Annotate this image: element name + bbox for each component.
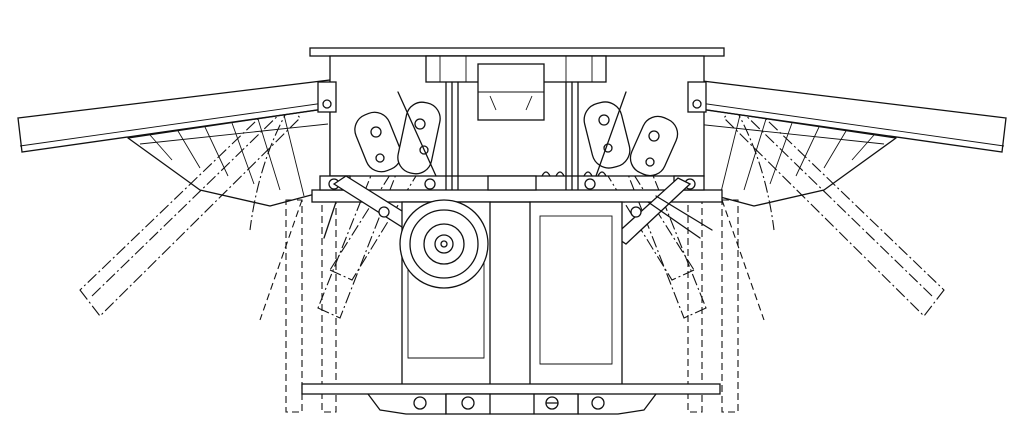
right-flap-edge [692, 101, 1005, 147]
right-brace-pivot [630, 206, 642, 218]
right-brace-link [612, 177, 692, 245]
right-phantom-flap-inner [733, 103, 933, 297]
base-foot-right [577, 393, 657, 415]
top-plate [309, 47, 725, 57]
base-foot-left [367, 393, 447, 415]
right-flap [691, 79, 1007, 207]
left-flap [17, 79, 333, 207]
left-crank-links [354, 91, 441, 177]
right-truss-ribs [695, 114, 885, 197]
motor-pulley-outer [399, 199, 489, 289]
left-outer-hidden-leg [285, 199, 303, 413]
right-crank-plate-a [583, 101, 631, 169]
motor-pulley-ring [409, 209, 479, 279]
center-rail-block [487, 175, 537, 191]
guide-rods [445, 81, 579, 191]
base-bolts [413, 396, 605, 410]
left-truss-panel [127, 107, 331, 207]
left-flap-edge [19, 101, 332, 147]
left-phantom-flap-inner [91, 103, 291, 297]
right-crank-plate-b [629, 115, 679, 177]
right-gear-case [529, 201, 623, 387]
right-outer-hidden-leg [721, 199, 739, 413]
left-inner-hidden-leg [321, 199, 337, 413]
left-hidden-diagonal [259, 199, 303, 321]
right-hidden-diagonal [721, 199, 765, 321]
left-phantom-flap [79, 95, 301, 317]
base [301, 383, 721, 415]
top-assembly [309, 47, 725, 191]
right-phantom-flap [723, 95, 945, 317]
hidden-legs [259, 199, 765, 413]
right-connector-rod [595, 91, 627, 177]
left-connector-rod [397, 91, 437, 177]
left-truss-ribs [139, 114, 329, 197]
lower-housing [399, 199, 623, 387]
motor-shaft [434, 234, 454, 254]
right-truss-panel [693, 107, 897, 207]
right-phantom-strut [605, 107, 707, 319]
left-hinge-pin [322, 99, 332, 109]
left-crank-plate-a [354, 111, 402, 173]
left-phantom-strut [317, 107, 419, 319]
center-foot-block [445, 393, 579, 415]
right-hinge-pin [692, 99, 702, 109]
right-crank-links [583, 91, 679, 177]
motor-pulley-hub [423, 223, 465, 265]
center-slots [541, 171, 607, 177]
base-plate [301, 383, 721, 395]
left-arm-pivot [378, 206, 390, 218]
